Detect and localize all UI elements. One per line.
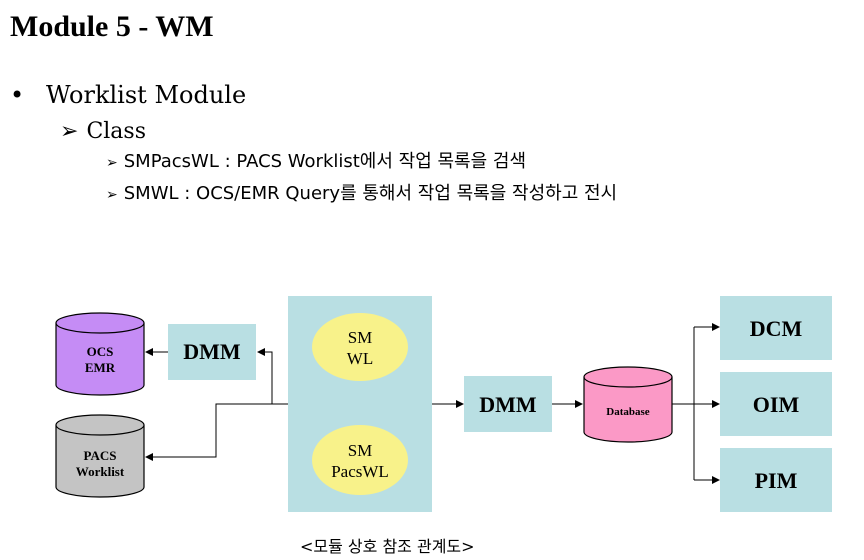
sm-wl-ellipse: [312, 313, 408, 381]
arrow-bullet-icon: ➢: [106, 155, 118, 171]
arrow-center-to-dmm: [257, 348, 288, 405]
bullet-smpacswl: ➢ SMPacsWL : PACS Worklist에서 작업 목록을 검색: [106, 150, 526, 175]
arrow-bullet-icon: ➢: [106, 187, 118, 203]
oim-box: OIM: [720, 372, 832, 436]
ocs-emr-database-icon: OCS EMR: [55, 312, 145, 396]
connectors: [145, 323, 720, 484]
bullet-worklist-module: • Worklist Module: [10, 80, 246, 110]
dmm-left-label: DMM: [183, 339, 241, 364]
bullet-smwl: ➢ SMWL : OCS/EMR Query를 통해서 작업 목록을 작성하고 전…: [106, 182, 617, 207]
sm-pacswl-ellipse: [312, 425, 408, 495]
sm-container-box: SM WL SM PacsWL: [288, 296, 432, 512]
arrow-center-to-pacs: [145, 403, 272, 461]
dcm-label: DCM: [750, 316, 803, 341]
database-label: Database: [606, 406, 650, 418]
pacs-label: PACS: [84, 448, 117, 463]
emr-label: EMR: [85, 360, 116, 375]
sm-pacswl-label-line1: SM: [348, 441, 373, 460]
diagram-caption: <모듈 상호 참조 관계도>: [300, 537, 475, 556]
pacs-worklist-database-icon: PACS Worklist: [55, 414, 145, 498]
sm-pacswl-label-line2: PacsWL: [331, 462, 389, 481]
bullet-dot-icon: •: [10, 81, 25, 109]
bullet-smpacswl-label: SMPacsWL : PACS Worklist에서 작업 목록을 검색: [123, 151, 527, 172]
pim-box: PIM: [720, 448, 832, 512]
arrow-bullet-icon: ➢: [60, 119, 79, 144]
bullet-smwl-label: SMWL : OCS/EMR Query를 통해서 작업 목록을 작성하고 전시: [123, 183, 618, 204]
database-icon: Database: [583, 366, 673, 443]
pim-label: PIM: [755, 468, 798, 493]
ocs-label: OCS: [87, 344, 114, 359]
dmm-right-label: DMM: [479, 392, 537, 417]
oim-label: OIM: [753, 392, 800, 417]
bullet-worklist-module-label: Worklist Module: [46, 81, 247, 109]
bullet-class: ➢ Class: [60, 118, 146, 146]
worklist-label: Worklist: [76, 464, 125, 479]
sm-wl-label-line2: WL: [347, 349, 373, 368]
dcm-box: DCM: [720, 296, 832, 360]
dmm-left-box: DMM: [168, 324, 256, 380]
page-title: Module 5 - WM: [10, 10, 214, 43]
dmm-right-box: DMM: [464, 376, 552, 432]
sm-wl-label-line1: SM: [348, 328, 373, 347]
bullet-class-label: Class: [86, 119, 147, 144]
